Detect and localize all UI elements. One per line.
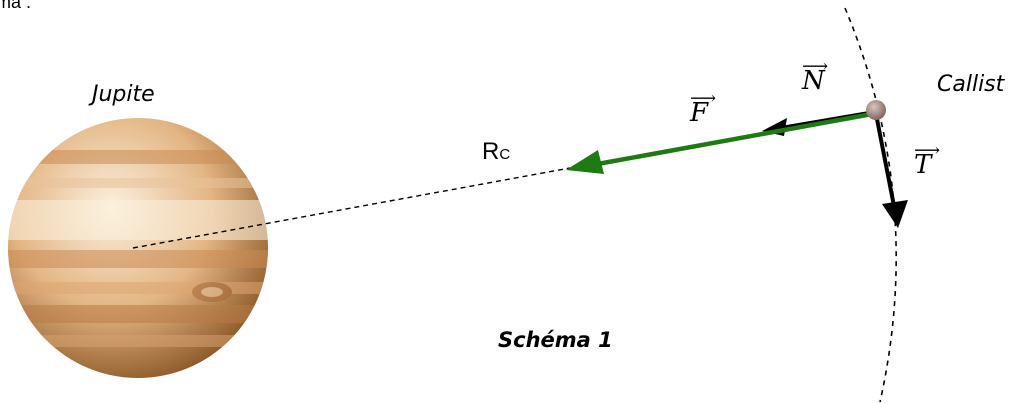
diagram-caption: Schéma 1: [498, 328, 613, 352]
radius-label: RC: [482, 138, 510, 166]
jupiter-planet: [8, 118, 268, 378]
vector-t-label: ⟶T: [914, 140, 940, 180]
force-f-arrow: [566, 111, 873, 174]
callisto-label: Callist: [937, 72, 1005, 97]
vector-n-label: ⟶N: [802, 56, 828, 96]
radius-label-sub: C: [499, 146, 511, 163]
callisto-moon: [866, 100, 886, 120]
vector-f-label: ⟶F: [690, 88, 716, 128]
vector-t-arrow: [874, 113, 908, 228]
radius-label-main: R: [482, 138, 500, 165]
radius-line: [132, 167, 571, 249]
header-fragment: ma :: [0, 0, 32, 12]
jupiter-label: Jupite: [92, 82, 155, 107]
